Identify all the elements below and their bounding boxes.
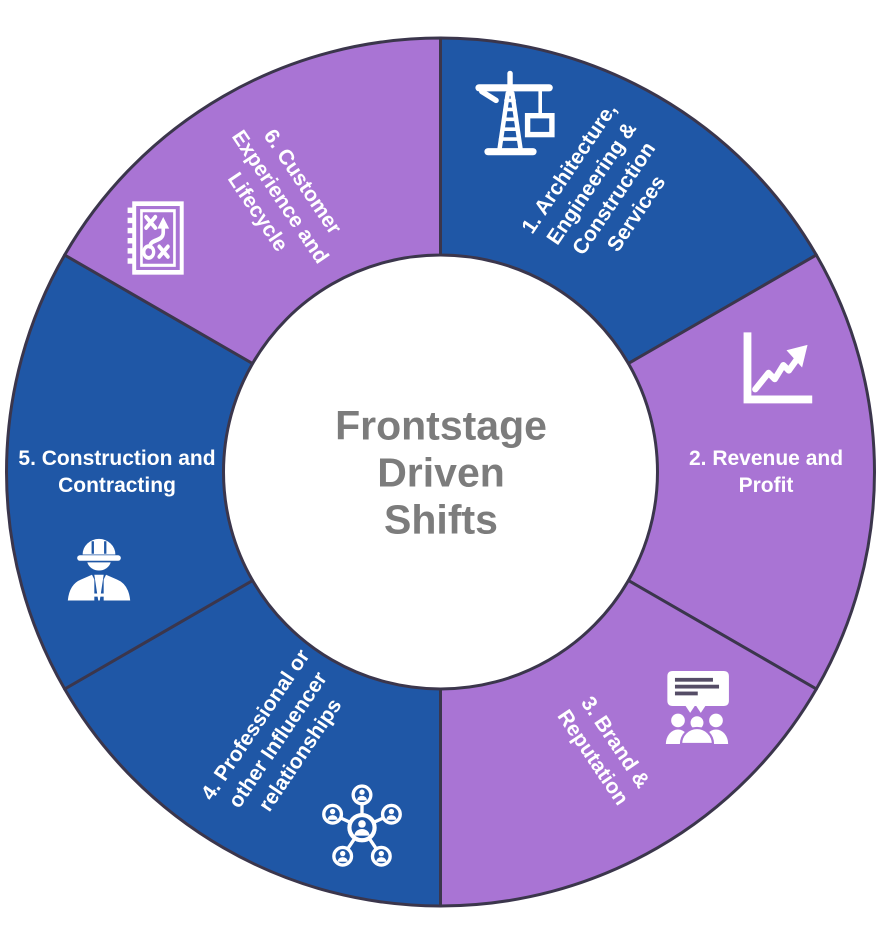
people-network-icon (320, 782, 404, 870)
diagram-title: Frontstage Driven Shifts (335, 402, 547, 543)
strategy-plan-icon (121, 199, 187, 277)
segment-2-wedge (626, 253, 876, 691)
segment-5-wedge (5, 253, 255, 691)
segment-2-label: 2. Revenue and Profit (688, 447, 844, 497)
audience-presentation-icon (659, 660, 735, 752)
segment-6-wedge (63, 36, 442, 365)
segment-5-label: 5. Construction and Contracting (18, 447, 216, 497)
segment-4-wedge (63, 579, 442, 908)
line-chart-icon (735, 329, 813, 409)
construction-worker-icon (60, 523, 138, 611)
segment-3-wedge (439, 579, 818, 908)
segment-1-wedge (439, 36, 818, 365)
tower-crane-icon (470, 67, 560, 159)
